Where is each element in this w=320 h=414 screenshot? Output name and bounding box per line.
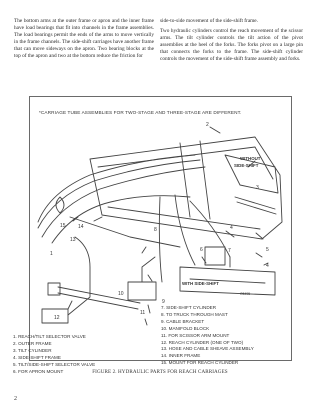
callout-12: 12 bbox=[54, 315, 60, 321]
hydraulic-parts-drawing: 2 3 4 4 5 6 7 8 9 10 11 12 13 14 15 1 WI… bbox=[37, 122, 283, 326]
legend-item: 5. TILT/SIDE-SHIFT SELECTOR VALVE bbox=[13, 361, 96, 367]
legend-item: 4. SIDE-SHIFT FRAME bbox=[13, 354, 61, 360]
figure-frame: *CARRIAGE TUBE ASSEMBLIES FOR TWO-STAGE … bbox=[29, 96, 292, 361]
frame-channel bbox=[179, 140, 211, 220]
hydraulic-hose bbox=[189, 200, 231, 258]
reach-cylinder bbox=[57, 286, 141, 310]
callout-5: 5 bbox=[266, 247, 269, 253]
legend-item: 7. SIDE-SHIFT CYLINDER bbox=[161, 305, 217, 310]
legend-item: 12. REACH CYLINDER (ONE OF TWO) bbox=[161, 339, 244, 345]
callout-4b: 4 bbox=[266, 263, 269, 269]
legend-left-column: 1. REACH/TILT SELECTOR VALVE 2. OUTER FR… bbox=[13, 334, 95, 375]
legend-item: 14. INNER FRAME bbox=[161, 353, 201, 359]
paragraph-side-shift-continued: side-to-side movement of the side-shift … bbox=[160, 18, 258, 24]
hydraulic-hose bbox=[41, 166, 206, 238]
callout-14: 14 bbox=[78, 224, 84, 230]
legend-item: 10. MANIFOLD BLOCK bbox=[161, 325, 210, 331]
callout-1: 1 bbox=[50, 251, 53, 257]
paragraph-hydraulic-cylinders: Two hydraulic cylinders control the reac… bbox=[160, 28, 303, 63]
outer-frame-outline bbox=[89, 136, 283, 240]
legend-item: 9. CABLE BRACKET bbox=[161, 318, 205, 324]
callout-10: 10 bbox=[118, 291, 124, 297]
callout-8: 8 bbox=[154, 227, 157, 233]
reach-cylinder-end bbox=[47, 282, 61, 296]
manifold-connector bbox=[141, 256, 156, 283]
hydraulic-hose bbox=[51, 195, 191, 244]
tilt-cylinder bbox=[234, 196, 277, 215]
inner-frame-rail bbox=[69, 216, 181, 248]
legend-item: 1. REACH/TILT SELECTOR VALVE bbox=[13, 334, 86, 339]
without-side-shift-plate bbox=[224, 154, 279, 194]
figure-note: *CARRIAGE TUBE ASSEMBLIES FOR TWO-STAGE … bbox=[39, 110, 242, 115]
without-side-shift-label: WITHOUT bbox=[240, 156, 261, 161]
callout-3: 3 bbox=[256, 185, 259, 191]
valve-lines bbox=[67, 236, 91, 316]
callout-13: 13 bbox=[70, 237, 76, 243]
hydraulic-hose bbox=[174, 194, 196, 266]
selector-valve-body bbox=[204, 246, 226, 266]
legend-item: 2. OUTER FRAME bbox=[13, 340, 52, 346]
legend-item: 6. FOR APRON MOUNT bbox=[13, 368, 64, 374]
callout-4: 4 bbox=[230, 225, 233, 231]
legend-item: 11. FOR SCISSOR ARM MOUNT bbox=[161, 332, 230, 338]
page-number: 2 bbox=[14, 396, 17, 402]
side-shift-frame bbox=[179, 266, 276, 296]
legend-item: 8. TO TRUCK THROUGH MAST bbox=[161, 311, 228, 317]
body-text-right-column: side-to-side movement of the side-shift … bbox=[160, 18, 303, 63]
manifold-block bbox=[127, 281, 157, 301]
figure-code: O5495 bbox=[240, 292, 250, 296]
legend-item: 13. HOSE AND CABLE SHEAVE ASSEMBLY bbox=[161, 346, 254, 352]
body-text-left-column: The bottom arms at the outer frame or ap… bbox=[14, 18, 154, 60]
frame-rail-lower bbox=[107, 206, 261, 230]
legend-right-column: 7. SIDE-SHIFT CYLINDER 8. TO TRUCK THROU… bbox=[161, 305, 254, 367]
legend-item: 15. MOUNT FOR REACH CYLINDER bbox=[161, 360, 239, 366]
callout-7: 7 bbox=[228, 248, 231, 254]
paragraph-load-bearings: The bottom arms at the outer frame or ap… bbox=[14, 18, 154, 60]
callout-9: 9 bbox=[162, 299, 165, 305]
legend-item: 3. TILT CYLINDER bbox=[13, 347, 52, 353]
side-shift-cylinder bbox=[189, 278, 266, 284]
with-side-shift-label: WITH SIDE-SHIFT bbox=[182, 281, 219, 286]
callout-11: 11 bbox=[140, 310, 145, 316]
figure-caption: FIGURE 2. HYDRAULIC PARTS FOR REACH CARR… bbox=[92, 369, 228, 375]
hydraulic-hose bbox=[37, 154, 196, 223]
callout-15: 15 bbox=[60, 223, 66, 229]
hydraulic-hose bbox=[37, 159, 201, 229]
sheave-assembly bbox=[55, 196, 65, 214]
without-side-shift-label-2: SIDE-SHIFT bbox=[234, 163, 259, 168]
callout-2: 2 bbox=[206, 122, 209, 128]
reach-tilt-selector-valve bbox=[41, 308, 69, 324]
callout-6: 6 bbox=[200, 247, 203, 253]
hydraulic-hose bbox=[158, 196, 163, 283]
